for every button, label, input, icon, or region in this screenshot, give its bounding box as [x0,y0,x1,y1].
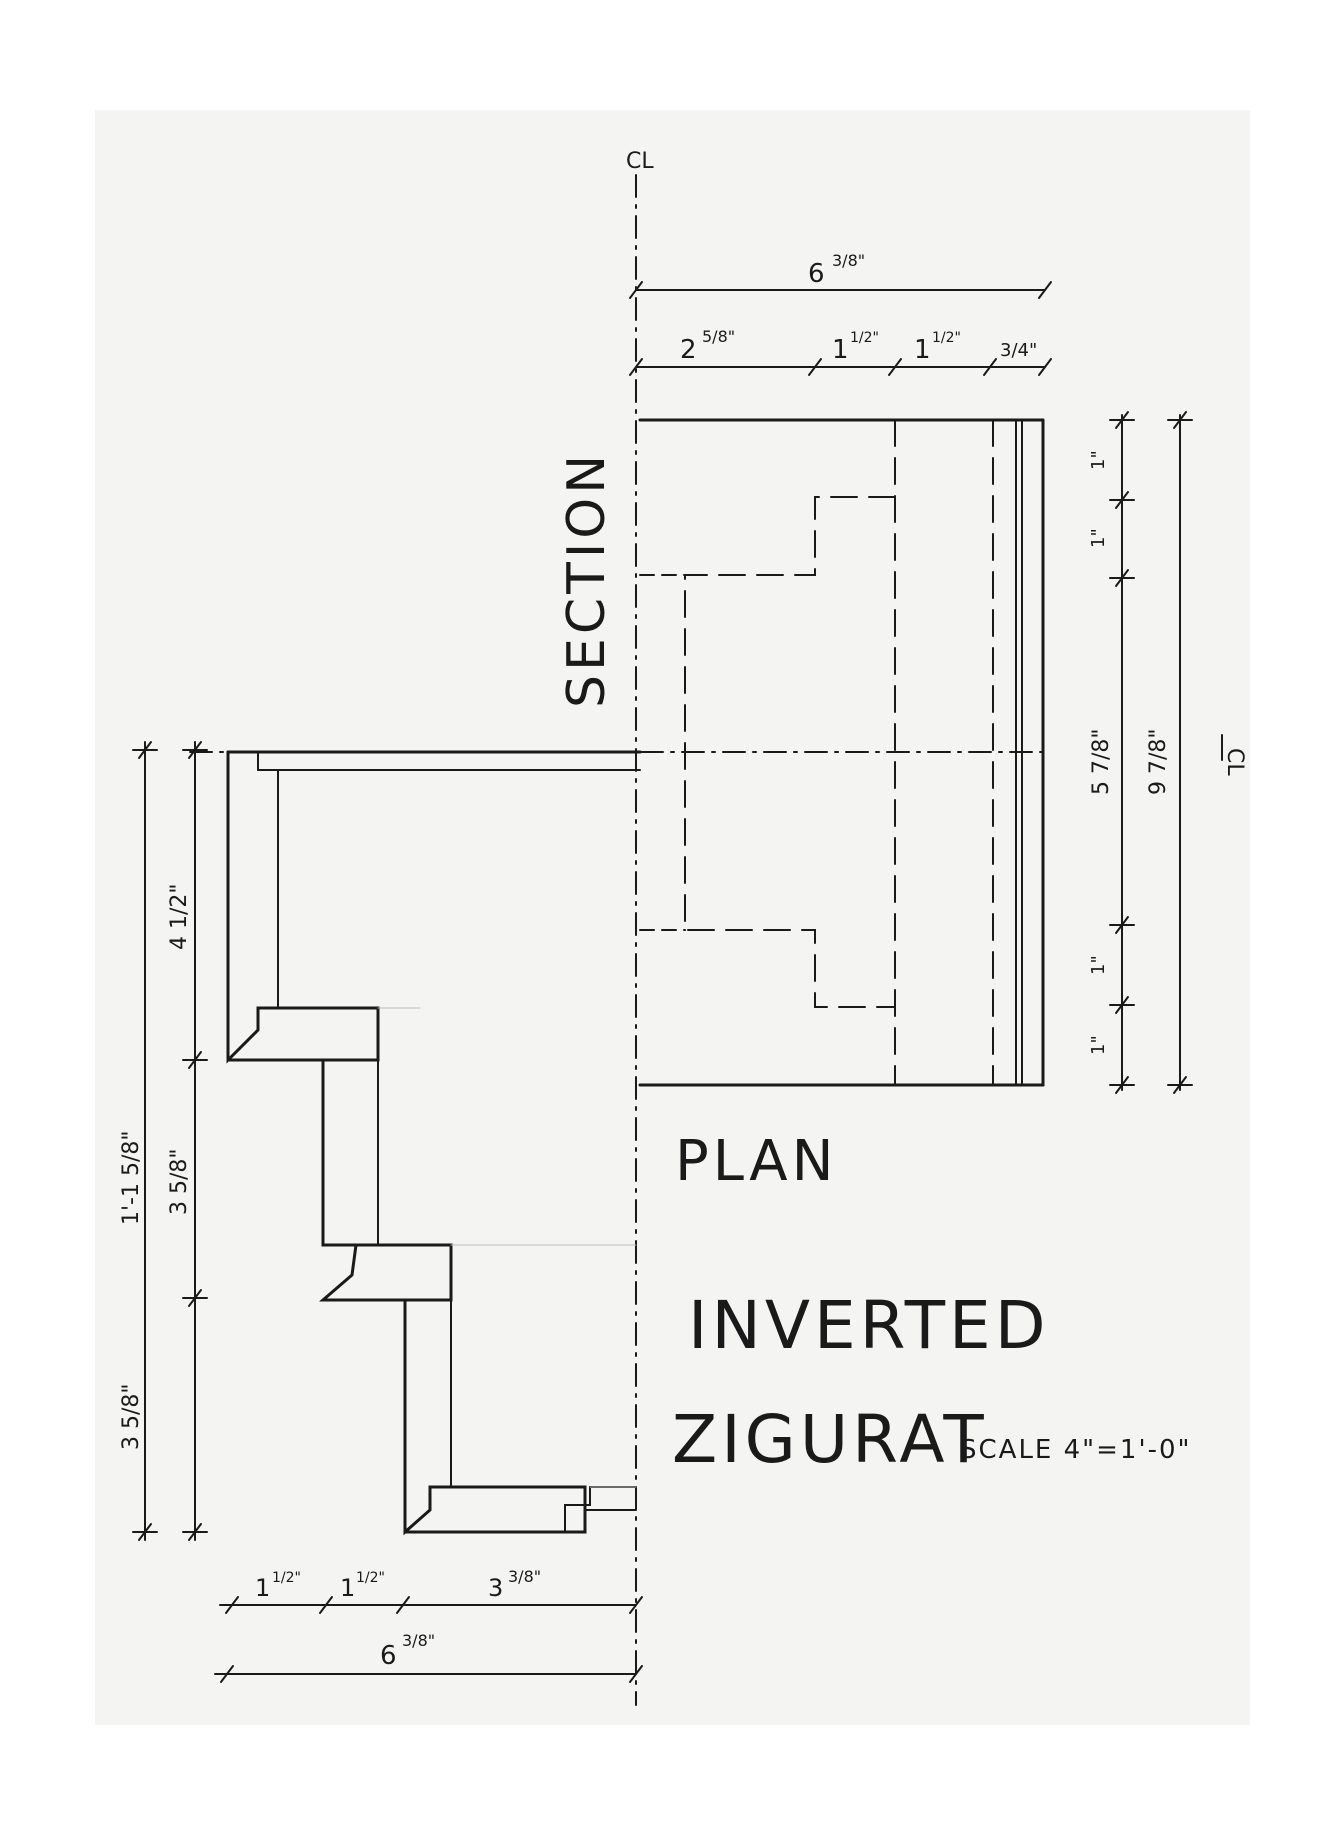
dim-right-seg-3: 1" [1088,955,1109,975]
dim-bottom-seg-3-fraction: 3/8" [508,1567,541,1586]
dim-bottom-seg-2-whole: 1 [340,1574,355,1602]
dim-right-seg-4: 1" [1088,1035,1109,1055]
dim-bottom-overall-fraction: 3/8" [402,1631,435,1650]
right-dimension-labels: 1" 1" 1" 1" 5 7/8" 9 7/8" CL [1088,450,1247,1055]
dim-left-overall: 1'-1 5/8" [119,1131,144,1226]
dim-bottom-overall-whole: 6 [380,1641,397,1671]
dim-bottom-seg-2-fraction: 1/2" [356,1570,385,1586]
dim-left-seg-3: 3 5/8" [119,1383,144,1450]
dim-right-seg-1: 1" [1088,450,1109,470]
dim-top-seg-4-fraction: 3/4" [1000,340,1037,361]
dim-right-outer-overall: 9 7/8" [1146,728,1171,795]
dim-top-overall-whole: 6 [808,259,825,289]
dim-right-seg-2: 1" [1088,528,1109,548]
plan-view [638,418,1045,1087]
dim-left-seg-2: 3 5/8" [167,1148,192,1215]
section-label: SECTION [557,451,617,708]
dim-right-inner-overall: 5 7/8" [1089,728,1114,795]
dim-top-seg-2-fraction: 1/2" [850,330,879,346]
bottom-dimension-lines [214,1596,643,1683]
dim-left-seg-1: 4 1/2" [167,883,192,950]
dim-top-seg-3-fraction: 1/2" [932,330,961,346]
centerline-right-label: CL [1222,748,1247,776]
dim-top-seg-3-whole: 1 [914,335,931,365]
dim-top-seg-1-whole: 2 [680,335,697,365]
section-view [226,750,642,1536]
left-dimension-lines [132,741,208,1541]
dim-bottom-seg-3-whole: 3 [488,1574,503,1602]
construction-lines [377,1007,637,1488]
right-dimension-lines [1109,411,1223,1094]
dim-top-overall-fraction: 3/8" [832,251,865,270]
dim-bottom-seg-1-fraction: 1/2" [272,1570,301,1586]
drawing-sheet [95,110,1250,1725]
dim-bottom-seg-1-whole: 1 [255,1574,270,1602]
plan-label: PLAN [675,1129,837,1194]
left-dimension-labels: 4 1/2" 3 5/8" 3 5/8" 1'-1 5/8" [119,883,192,1450]
title-line-1: INVERTED [688,1287,1050,1364]
top-dimension-lines [629,281,1052,376]
dim-top-seg-1-fraction: 5/8" [702,327,735,346]
dim-top-seg-2-whole: 1 [832,335,849,365]
title-line-2: ZIGURAT [672,1401,988,1478]
centerline-top-label: CL [626,149,654,174]
scale-label: SCALE 4"=1'-0" [960,1435,1191,1465]
